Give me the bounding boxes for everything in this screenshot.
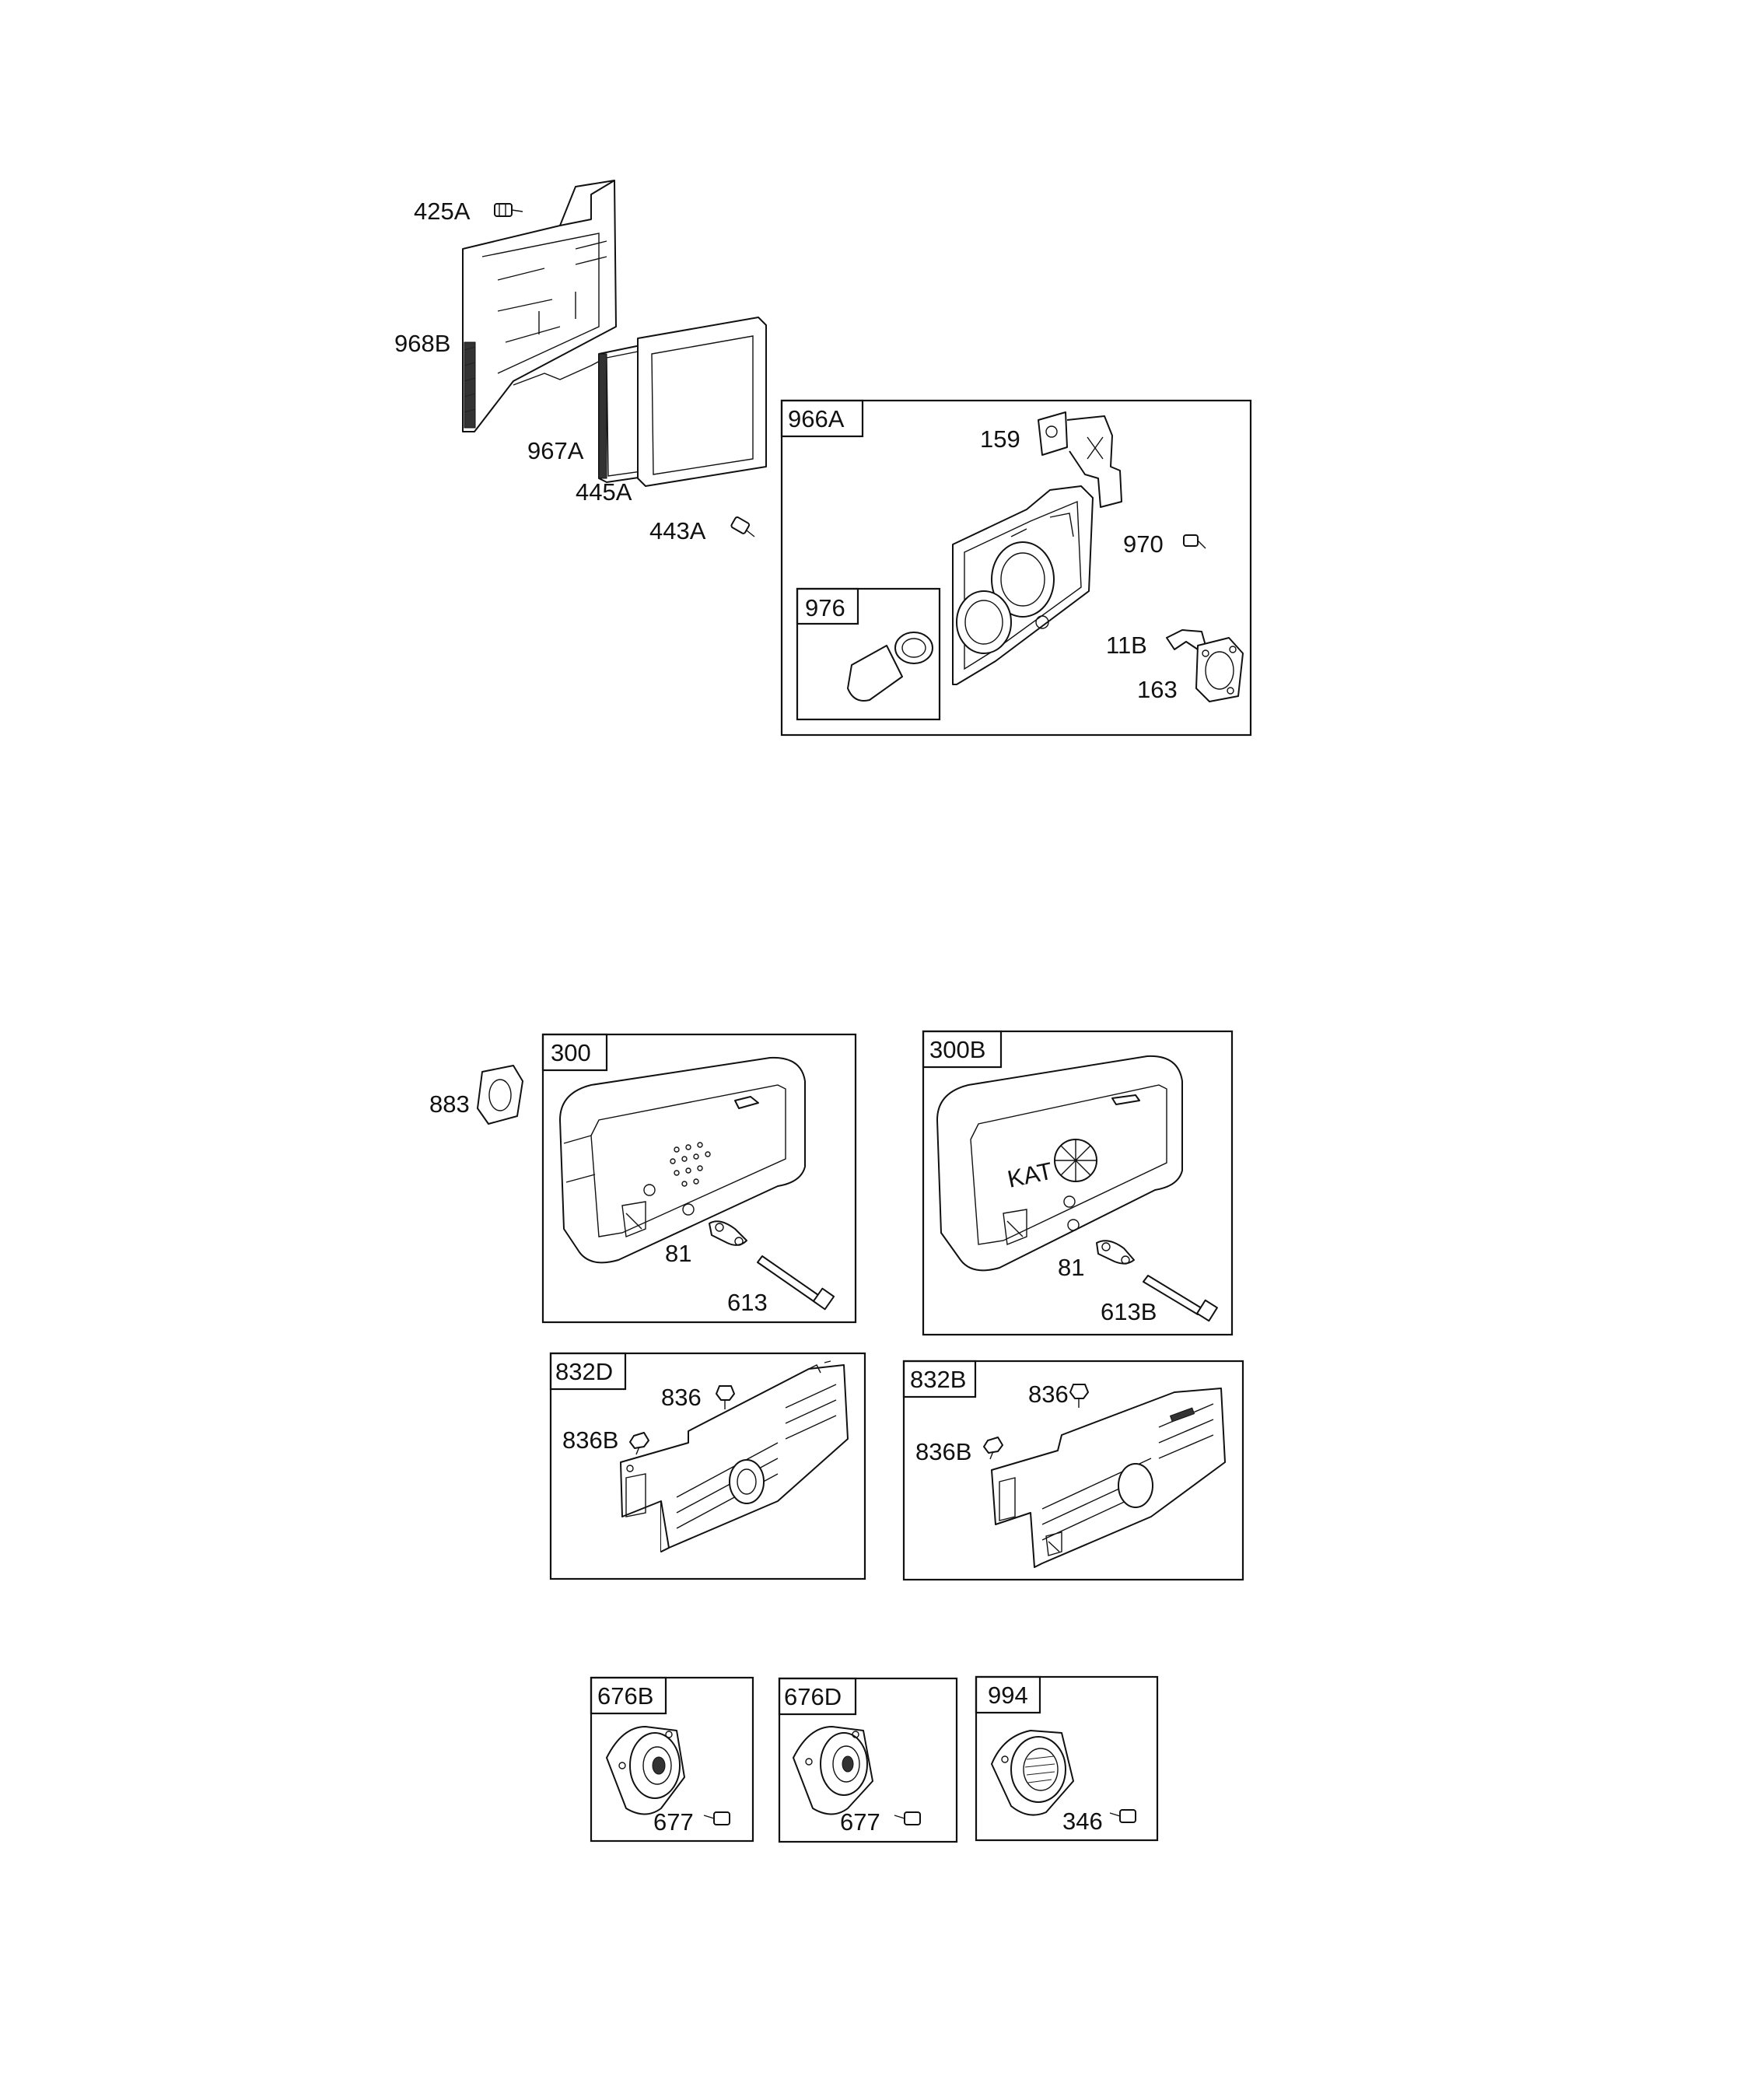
label-box-832d	[549, 1352, 627, 1391]
label-832b: 832B	[910, 1366, 966, 1393]
screw-677-1-icon	[703, 1811, 730, 1825]
label-677-2: 677	[840, 1808, 880, 1836]
label-box-832b	[902, 1360, 977, 1398]
frame-966a	[780, 399, 1252, 737]
label-box-676b	[590, 1676, 667, 1715]
screw-346-icon	[1109, 1809, 1136, 1823]
label-676b: 676B	[597, 1682, 653, 1710]
label-836b-right: 836B	[915, 1438, 971, 1465]
label-836b-left: 836B	[562, 1426, 618, 1454]
air-cleaner-cover	[462, 180, 617, 432]
label-346: 346	[1062, 1808, 1103, 1835]
frame-832d	[549, 1352, 866, 1580]
label-836-left: 836	[661, 1384, 702, 1411]
guard-832b-group: 832B 836 836B	[902, 1360, 1244, 1581]
frame-300b	[922, 1030, 1234, 1336]
choke-bulb-976	[847, 632, 933, 702]
screw-425a-icon	[494, 203, 523, 217]
label-300: 300	[551, 1039, 591, 1066]
catalyst-vent	[1054, 1139, 1097, 1182]
washer-81	[709, 1220, 747, 1246]
label-81-left: 81	[665, 1240, 691, 1267]
label-970: 970	[1123, 530, 1164, 558]
label-159: 159	[980, 425, 1020, 453]
muffler-300-group: 883 300 81	[429, 1033, 857, 1324]
label-994: 994	[988, 1682, 1028, 1709]
label-613b: 613B	[1101, 1298, 1157, 1325]
muffler-300	[559, 1056, 806, 1264]
muffler-guard-832b	[991, 1388, 1226, 1568]
label-box-966a	[780, 399, 864, 438]
label-967a: 967A	[527, 437, 584, 464]
label-966a: 966A	[788, 405, 845, 432]
guard-832d-group: 832D 836 836B	[549, 1352, 866, 1580]
air-cleaner-group: 425A 968B 967A 445A	[394, 180, 767, 544]
label-443a: 443A	[649, 517, 706, 544]
screw-836-left-icon	[716, 1385, 735, 1409]
frame-676b	[590, 1676, 754, 1843]
muffler-300b: KAT	[936, 1055, 1183, 1272]
bracket-159	[1038, 411, 1122, 508]
label-968b: 968B	[394, 330, 450, 357]
label-832d: 832D	[555, 1358, 613, 1385]
label-976: 976	[805, 594, 845, 621]
frame-676d	[778, 1677, 958, 1843]
label-11b: 11B	[1106, 632, 1147, 659]
gasket-163	[1195, 637, 1244, 702]
screw-970-icon	[1183, 534, 1206, 549]
label-box-300	[541, 1033, 608, 1072]
label-box-300b	[922, 1030, 1003, 1069]
air-cleaner-base	[952, 485, 1094, 685]
bolt-613b	[1143, 1275, 1218, 1322]
spark-arrester-994	[991, 1730, 1074, 1816]
screw-836b-right-icon	[983, 1437, 1003, 1460]
label-163: 163	[1137, 676, 1178, 703]
label-676d: 676D	[784, 1683, 842, 1710]
deflector-676d-group: 676D 677	[778, 1677, 958, 1843]
label-81-right: 81	[1058, 1254, 1084, 1281]
deflector-676b-group: 676B 677	[590, 1676, 754, 1843]
label-box-994	[975, 1675, 1041, 1714]
muffler-guard-832d	[620, 1360, 849, 1552]
label-300b: 300B	[929, 1036, 985, 1063]
screw-836b-left-icon	[629, 1432, 649, 1455]
label-445a: 445A	[576, 478, 632, 506]
washer-81b	[1096, 1240, 1135, 1265]
base-group: 966A 159 970 11B	[780, 399, 1252, 737]
muffler-300b-group: 300B KAT 81 613B	[922, 1030, 1234, 1336]
bolt-613	[757, 1255, 835, 1311]
arrester-994-group: 994 346	[975, 1675, 1159, 1842]
deflector-676b	[606, 1726, 685, 1815]
label-613: 613	[727, 1289, 768, 1316]
frame-300	[541, 1033, 857, 1324]
frame-994	[975, 1675, 1159, 1842]
frame-976	[796, 587, 941, 721]
muffler-vent-holes	[670, 1142, 711, 1187]
label-box-676d	[778, 1677, 857, 1716]
screw-677-2-icon	[894, 1811, 921, 1825]
label-677-1: 677	[653, 1808, 694, 1836]
screw-443a-icon	[730, 516, 755, 537]
gasket-883	[477, 1065, 523, 1125]
deflector-676d	[793, 1726, 873, 1815]
screw-836-right-icon	[1069, 1384, 1089, 1408]
pre-cleaner	[637, 317, 767, 487]
frame-832b	[902, 1360, 1244, 1581]
label-883: 883	[429, 1090, 470, 1118]
label-box-976	[796, 587, 859, 625]
label-836-right: 836	[1028, 1381, 1069, 1408]
label-425a: 425A	[414, 198, 471, 225]
